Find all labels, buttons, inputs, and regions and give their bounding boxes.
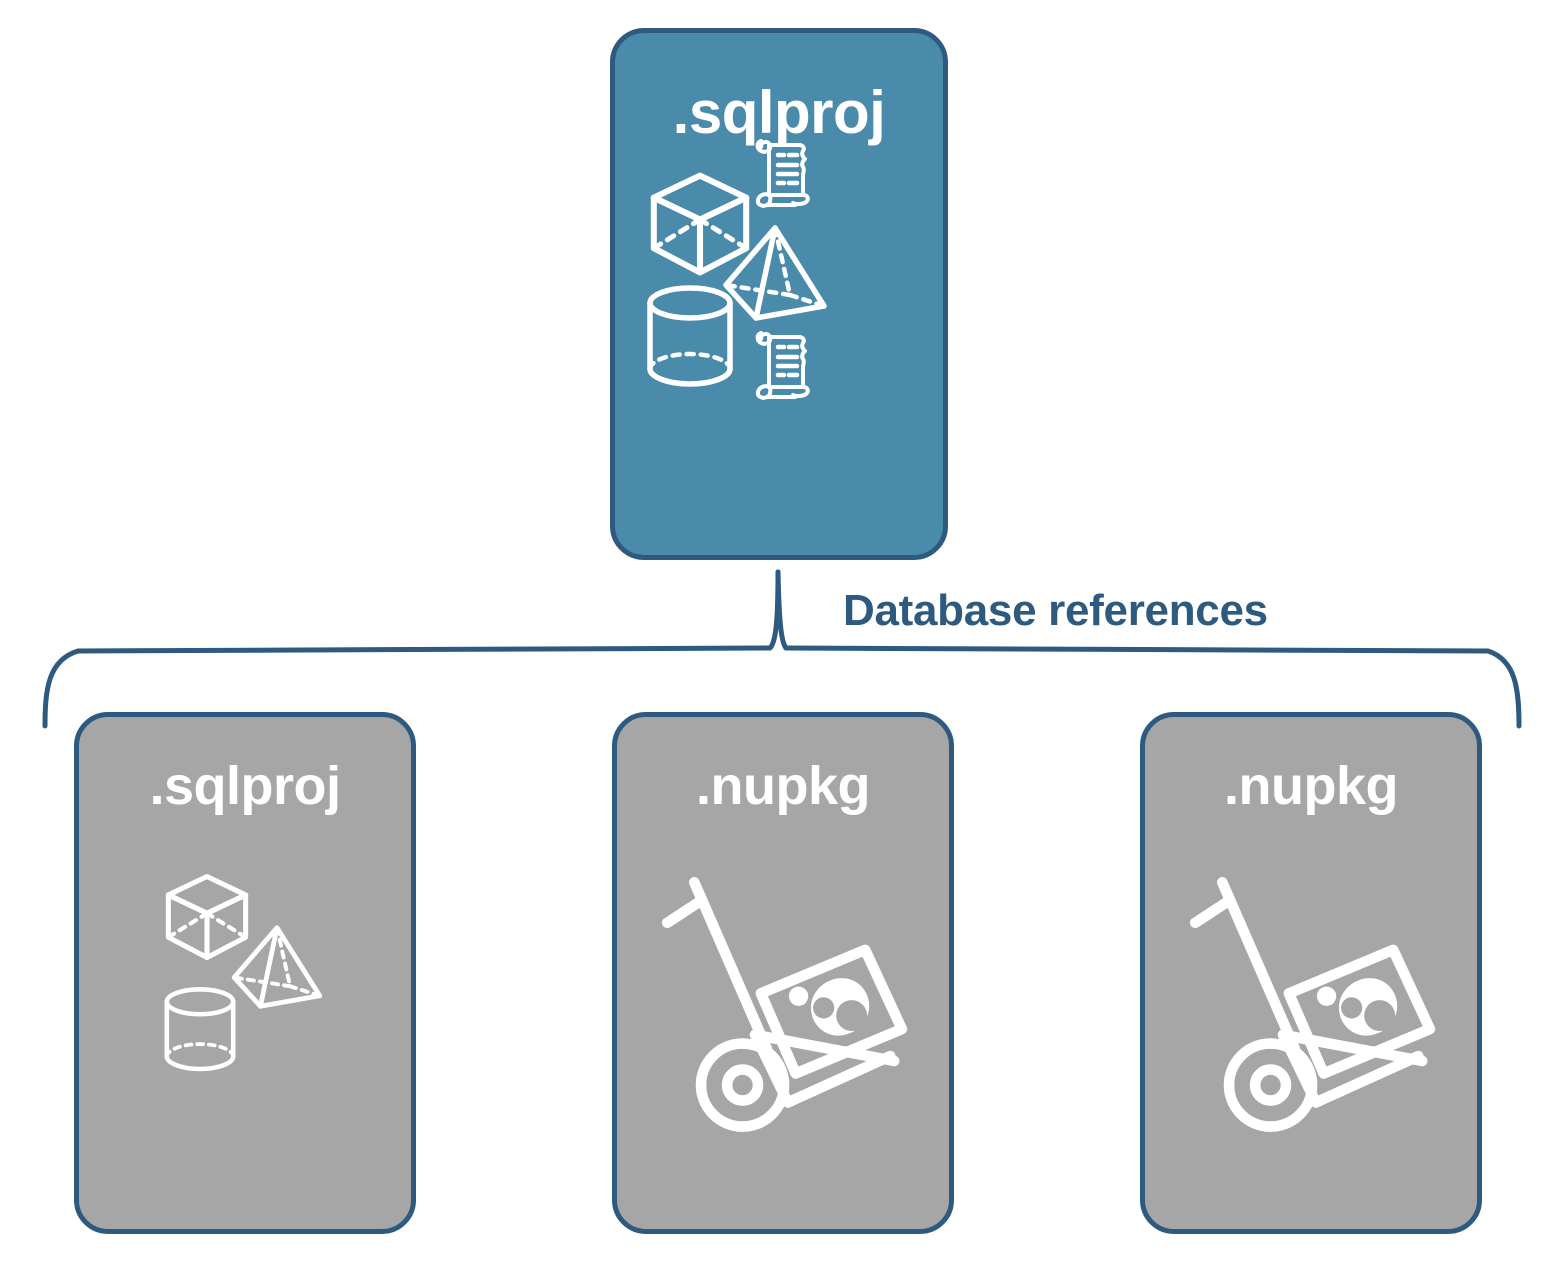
node-ref-sqlproj[interactable]: .sqlproj: [74, 712, 416, 1234]
pyramid-icon: [723, 225, 827, 321]
cylinder-icon: [647, 285, 733, 387]
node-root-label: .sqlproj: [672, 79, 886, 146]
brace-label: Database references: [843, 586, 1268, 635]
node-ref-nupkg-1[interactable]: .nupkg: [612, 712, 954, 1234]
node-ref-nupkg-2[interactable]: .nupkg: [1140, 712, 1482, 1234]
node-ref-sqlproj-label: .sqlproj: [149, 756, 341, 816]
ref-sqlproj-icon-area: [79, 813, 411, 1229]
scroll-icon: [755, 331, 810, 400]
ref-nupkg-2-icon-area: [1145, 813, 1477, 1229]
node-ref-nupkg-2-label: .nupkg: [1224, 756, 1398, 816]
scroll-icon: [755, 139, 810, 208]
node-ref-nupkg-1-label: .nupkg: [696, 756, 870, 816]
ref-nupkg-1-icon-area: [617, 813, 949, 1229]
cylinder-icon: [164, 987, 236, 1072]
node-root-sqlproj[interactable]: .sqlproj: [610, 28, 948, 560]
root-icon-area: [615, 139, 943, 555]
pyramid-icon: [231, 925, 323, 1009]
cube-icon: [165, 873, 249, 961]
cube-icon: [650, 172, 750, 276]
nuget-hand-truck-icon: [661, 877, 908, 1132]
nuget-hand-truck-icon: [1189, 877, 1436, 1132]
